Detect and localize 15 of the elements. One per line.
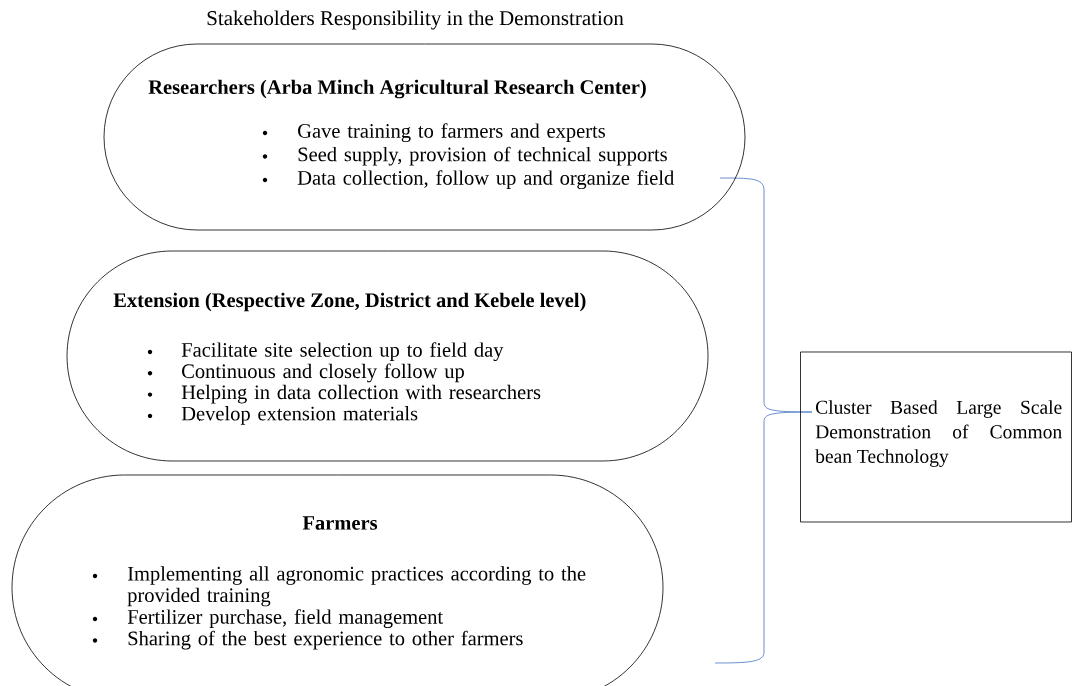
heading: Farmers: [302, 516, 378, 530]
heading: Extension (Respective Zone, District and Kebele level): [113, 292, 586, 312]
bullet-text: Gave training to farmers and experts: [298, 123, 605, 143]
bullet-text: Sharing of the best experience to other farmers: [128, 630, 523, 650]
bullet-text: Continuous and closely follow up: [182, 363, 464, 383]
bullet-text: Helping in data collection with researchers: [181, 384, 541, 404]
bullet-text: Data collection, follow up and organize field: [297, 170, 675, 190]
bullet-text: Develop extension materials: [181, 406, 418, 425]
bullet-text: Implementing all agronomic practices according to the provided training: [127, 566, 586, 607]
title: Stakeholders Responsibility in the Demonstration: [207, 10, 624, 30]
result-box: Cluster Based Large Scale Demonstration of Common bean Technology: [800, 351, 1072, 523]
heading: Researchers (Arba Minch Agricultural Research Center): [148, 79, 646, 99]
bullet-text: Facilitate site selection up to field day: [181, 342, 504, 362]
bullet-text: Seed supply, provision of technical supports: [298, 146, 667, 166]
bullet-text: Fertilizer purchase, field management: [127, 609, 443, 629]
